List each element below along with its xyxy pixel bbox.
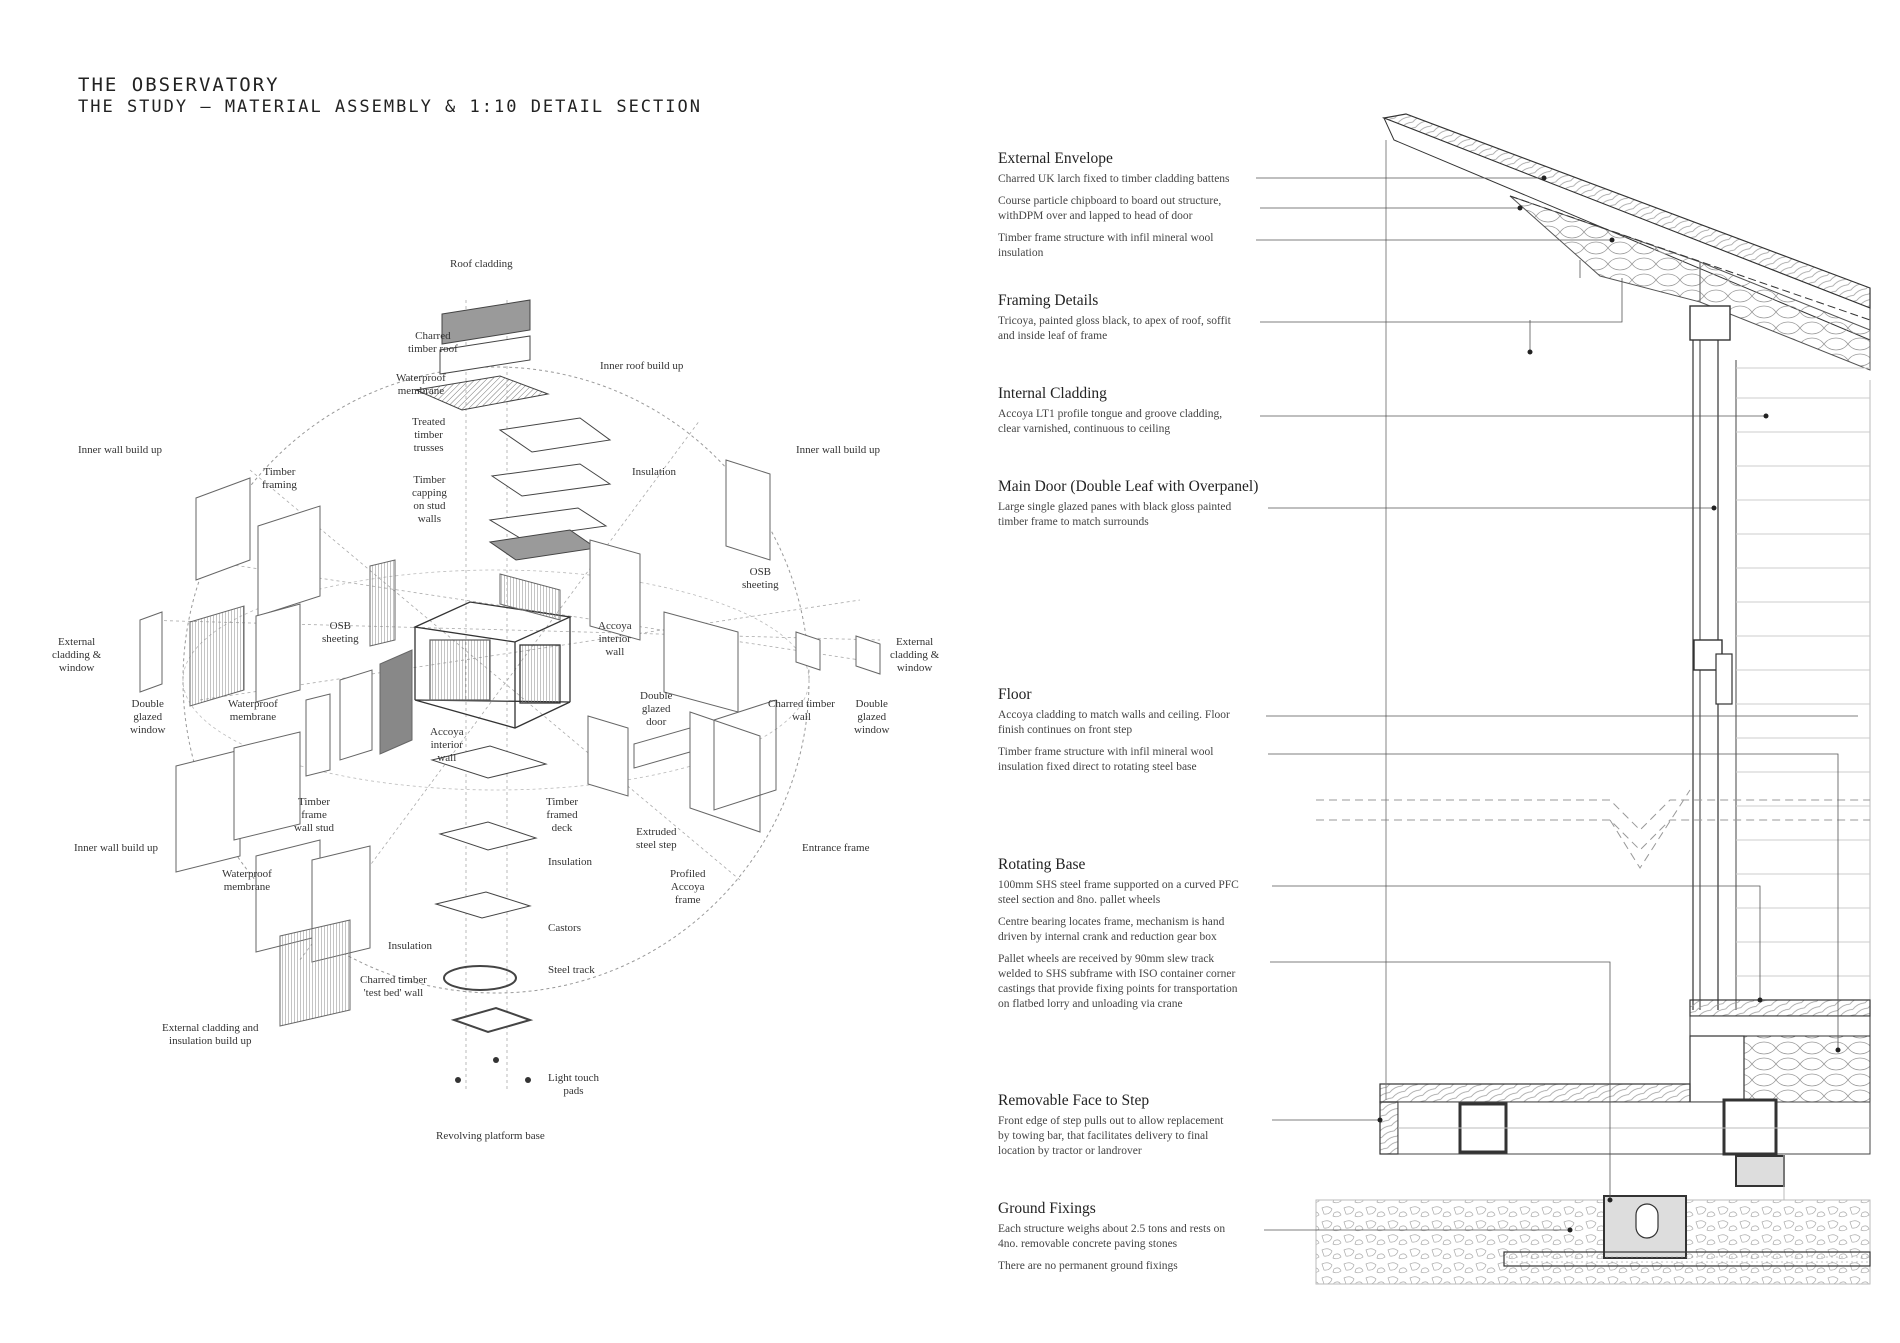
section-note: Charred UK larch fixed to timber claddin… <box>998 173 1230 185</box>
sphere-equator <box>182 569 810 791</box>
label-profiled-accoya-frame: Profiled Accoya frame <box>670 868 706 906</box>
section-heading: Framing Details <box>998 292 1099 309</box>
section-rotating-base: Rotating Base 100mm SHS steel frame supp… <box>998 856 1239 1019</box>
label-accoya-interior-wall-right: Accoya interior wall <box>598 620 632 658</box>
label-charred-timber-wall: Charred timber wall <box>768 698 835 723</box>
label-treated-timber-trusses: Treated timber trusses <box>412 416 446 454</box>
section-internal-cladding: Internal Cladding Accoya LT1 profile ton… <box>998 385 1222 444</box>
label-osb-sheeting-right: OSB sheeting <box>742 566 779 591</box>
section-heading: Rotating Base <box>998 856 1086 873</box>
label-external-cladding-insulation: External cladding and insulation build u… <box>162 1022 259 1047</box>
label-insulation-roof: Insulation <box>632 466 676 478</box>
section-note: There are no permanent ground fixings <box>998 1260 1178 1272</box>
section-framing-details: Framing Details Tricoya, painted gloss b… <box>998 292 1231 351</box>
label-inner-wall-build-up-left: Inner wall build up <box>78 444 163 456</box>
label-revolving-platform-base: Revolving platform base <box>436 1130 545 1142</box>
section-note: Timber frame structure with infil minera… <box>998 232 1214 259</box>
left-wall-layers <box>139 477 413 1027</box>
section-ground-fixings: Ground Fixings Each structure weighs abo… <box>998 1200 1225 1281</box>
section-note: 100mm SHS steel frame supported on a cur… <box>998 879 1239 906</box>
wall-section <box>1692 340 1871 1010</box>
label-charred-timber-roof: Charred timber roof <box>408 330 458 355</box>
base-section <box>1379 1083 1871 1200</box>
label-double-glazed-door: Double glazed door <box>640 690 673 728</box>
label-external-cladding-window-right: External cladding & window <box>890 636 940 674</box>
label-roof-cladding: Roof cladding <box>450 258 513 270</box>
label-timber-frame-wall-stud: Timber frame wall stud <box>294 796 335 834</box>
section-heading: External Envelope <box>998 150 1113 167</box>
label-steel-track: Steel track <box>548 964 595 976</box>
label-inner-roof-build-up: Inner roof build up <box>600 360 684 372</box>
page-title: THE OBSERVATORY <box>78 74 280 96</box>
section-note: Timber frame structure with infil minera… <box>998 746 1214 773</box>
leader-lines <box>1256 177 1858 1231</box>
central-cabin <box>412 601 573 729</box>
label-insulation-deck: Insulation <box>548 856 592 868</box>
label-inner-wall-build-up-right: Inner wall build up <box>796 444 881 456</box>
page-subtitle: THE STUDY — MATERIAL ASSEMBLY & 1:10 DET… <box>78 97 702 117</box>
section-note: Pallet wheels are received by 90mm slew … <box>998 953 1238 1010</box>
section-note: Each structure weighs about 2.5 tons and… <box>998 1223 1226 1250</box>
section-heading: Internal Cladding <box>998 385 1107 402</box>
label-insulation-low: Insulation <box>388 940 432 952</box>
label-timber-framed-deck: Timber framed deck <box>546 796 578 834</box>
right-wall-layers <box>499 459 881 833</box>
section-removable-face-to-step: Removable Face to Step Front edge of ste… <box>998 1092 1223 1166</box>
label-charred-timber-test-bed-wall: Charred timber 'test bed' wall <box>360 974 427 999</box>
label-accoya-interior-wall-center: Accoya interior wall <box>430 726 464 764</box>
section-note: Centre bearing locates frame, mechanism … <box>998 916 1225 943</box>
section-external-envelope: External Envelope Charred UK larch fixed… <box>998 150 1230 268</box>
section-main-door: Main Door (Double Leaf with Overpanel) L… <box>998 478 1258 537</box>
section-note: Tricoya, painted gloss black, to apex of… <box>998 315 1231 342</box>
label-waterproof-membrane-top: Waterproof membrane <box>396 372 446 397</box>
section-note: Large single glazed panes with black glo… <box>998 501 1232 528</box>
label-external-cladding-window-left: External cladding & window <box>52 636 102 674</box>
section-heading: Removable Face to Step <box>998 1092 1150 1109</box>
section-note: Accoya cladding to match walls and ceili… <box>998 709 1230 736</box>
break-line <box>1316 789 1870 869</box>
label-waterproof-membrane-low: Waterproof membrane <box>222 868 272 893</box>
label-timber-framing: Timber framing <box>262 466 297 491</box>
guide-lines <box>139 300 881 1090</box>
label-waterproof-membrane-mid: Waterproof membrane <box>228 698 278 723</box>
section-note: Accoya LT1 profile tongue and groove cla… <box>998 408 1223 435</box>
section-heading: Main Door (Double Leaf with Overpanel) <box>998 478 1259 495</box>
floor-layers <box>430 745 548 1034</box>
section-note: Course particle chipboard to board out s… <box>998 195 1222 222</box>
ground-section <box>1315 1195 1871 1285</box>
label-entrance-frame: Entrance frame <box>802 842 870 854</box>
section-heading: Ground Fixings <box>998 1200 1096 1217</box>
label-light-touch-pads: Light touch pads <box>548 1072 600 1097</box>
label-osb-sheeting-left: OSB sheeting <box>322 620 359 645</box>
label-castors: Castors <box>548 922 581 934</box>
label-double-glazed-window-right: Double glazed window <box>854 698 890 736</box>
section-floor: Floor Accoya cladding to match walls and… <box>998 686 1230 782</box>
title-block: THE OBSERVATORY THE STUDY — MATERIAL ASS… <box>78 74 702 118</box>
label-double-glazed-window-left: Double glazed window <box>130 698 166 736</box>
roof-section <box>1381 113 1871 371</box>
section-heading: Floor <box>998 686 1032 703</box>
label-timber-capping: Timber capping on stud walls <box>412 474 447 525</box>
label-extruded-steel-step: Extruded steel step <box>636 826 677 851</box>
floor-section <box>1689 999 1871 1103</box>
roof-layers <box>414 299 612 561</box>
light-touch-pads <box>455 1057 531 1083</box>
label-inner-wall-build-up-bottom: Inner wall build up <box>74 842 159 854</box>
leader-dots <box>1377 175 1841 1233</box>
section-note: Front edge of step pulls out to allow re… <box>998 1115 1224 1157</box>
